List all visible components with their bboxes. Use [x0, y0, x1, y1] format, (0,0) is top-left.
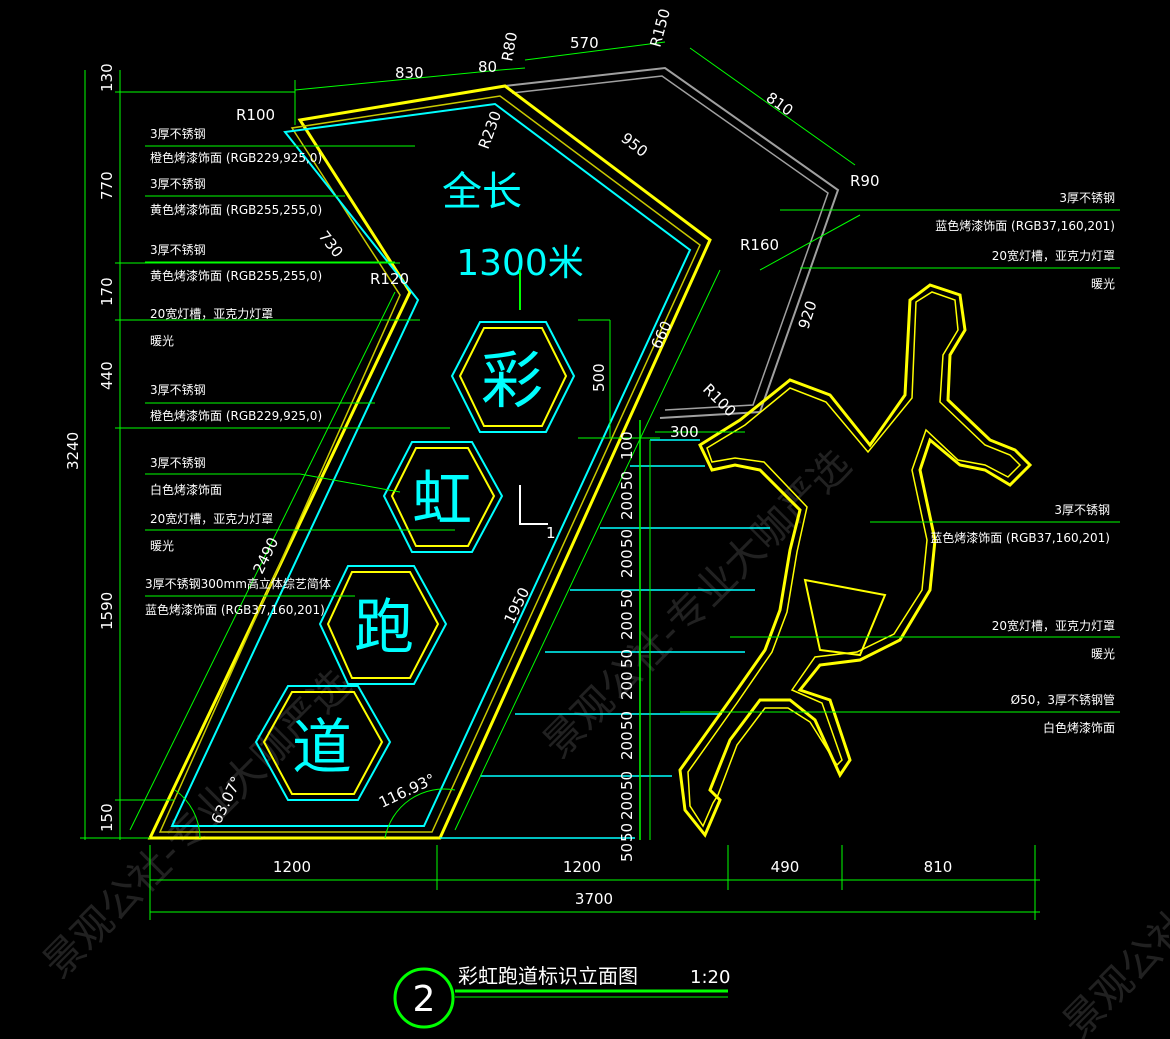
drawing-number: 2 [413, 979, 436, 1020]
svg-text:20宽灯槽，亚克力灯罩: 20宽灯槽，亚克力灯罩 [992, 248, 1115, 263]
notes-left: 3厚不锈钢 橙色烤漆饰面 (RGB229,925,0) 3厚不锈钢 黄色烤漆饰面… [145, 127, 331, 617]
hex-pao: 跑 [318, 565, 448, 685]
svg-text:黄色烤漆饰面 (RGB255,255,0): 黄色烤漆饰面 (RGB255,255,0) [150, 268, 322, 283]
svg-text:20宽灯槽，亚克力灯罩: 20宽灯槽，亚克力灯罩 [150, 306, 273, 321]
svg-text:暖光: 暖光 [1091, 277, 1115, 291]
svg-text:R90: R90 [850, 172, 880, 190]
drawing-title-text: 彩虹跑道标识立面图 [458, 964, 638, 988]
svg-text:R100: R100 [236, 106, 275, 124]
hex-cai: 彩 [450, 321, 576, 433]
drawing-scale: 1:20 [690, 967, 730, 988]
svg-text:3厚不锈钢: 3厚不锈钢 [1054, 503, 1110, 517]
char-dao: 道 [292, 713, 352, 783]
hex-hong: 虹 [382, 441, 504, 553]
svg-text:810: 810 [924, 858, 953, 876]
step-lines [440, 420, 770, 840]
drawing-title: 2 彩虹跑道标识立面图 1:20 [393, 964, 730, 1029]
svg-text:1590: 1590 [98, 592, 116, 630]
sign-line1: 全长 [442, 169, 522, 215]
svg-text:景观公社-专业大咖严选: 景观公社-专业大咖严选 [1055, 721, 1170, 1039]
svg-text:暖光: 暖光 [150, 334, 174, 348]
svg-text:橙色烤漆饰面 (RGB229,925,0): 橙色烤漆饰面 (RGB229,925,0) [150, 150, 322, 165]
svg-text:50: 50 [618, 843, 636, 862]
svg-text:200: 200 [618, 731, 636, 760]
svg-text:200: 200 [618, 671, 636, 700]
svg-text:R150: R150 [646, 7, 673, 49]
svg-text:440: 440 [98, 361, 116, 390]
svg-text:50: 50 [618, 589, 636, 608]
svg-text:200: 200 [618, 791, 636, 820]
svg-text:蓝色烤漆饰面 (RGB37,160,201): 蓝色烤漆饰面 (RGB37,160,201) [935, 218, 1115, 233]
svg-text:20宽灯槽，亚克力灯罩: 20宽灯槽，亚克力灯罩 [150, 511, 273, 526]
svg-text:白色烤漆饰面: 白色烤漆饰面 [1043, 720, 1115, 735]
svg-text:R230: R230 [475, 109, 505, 152]
hex-letters: 彩 虹 跑 道 [254, 321, 576, 801]
svg-text:150: 150 [98, 803, 116, 832]
svg-text:570: 570 [570, 34, 599, 52]
svg-text:170: 170 [98, 277, 116, 306]
svg-text:100: 100 [618, 431, 636, 460]
hex-dao: 道 [254, 685, 392, 801]
svg-text:1200: 1200 [563, 858, 601, 876]
svg-text:3厚不锈钢: 3厚不锈钢 [1059, 191, 1115, 205]
svg-text:730: 730 [315, 227, 347, 261]
notes-right: 3厚不锈钢 蓝色烤漆饰面 (RGB37,160,201) 20宽灯槽，亚克力灯罩… [930, 191, 1115, 735]
svg-text:200: 200 [618, 549, 636, 578]
svg-text:950: 950 [618, 129, 652, 161]
svg-text:黄色烤漆饰面 (RGB255,255,0): 黄色烤漆饰面 (RGB255,255,0) [150, 202, 322, 217]
svg-text:50: 50 [618, 711, 636, 730]
svg-text:20宽灯槽，亚克力灯罩: 20宽灯槽，亚克力灯罩 [992, 618, 1115, 633]
svg-text:810: 810 [763, 89, 797, 120]
svg-text:3厚不锈钢: 3厚不锈钢 [150, 456, 206, 470]
svg-text:R120: R120 [370, 270, 409, 288]
runner-figure [678, 283, 1033, 838]
svg-text:景观公社-专业大咖严选: 景观公社-专业大咖严选 [35, 661, 361, 987]
svg-text:300: 300 [670, 423, 699, 441]
section-marker: 1 [546, 524, 556, 542]
svg-text:50: 50 [618, 471, 636, 490]
svg-text:50: 50 [618, 649, 636, 668]
svg-text:橙色烤漆饰面 (RGB229,925,0): 橙色烤漆饰面 (RGB229,925,0) [150, 408, 322, 423]
svg-text:R160: R160 [740, 236, 779, 254]
svg-text:770: 770 [98, 171, 116, 200]
svg-text:50: 50 [618, 823, 636, 842]
svg-text:130: 130 [98, 63, 116, 92]
svg-text:Ø50，3厚不锈钢管: Ø50，3厚不锈钢管 [1011, 692, 1115, 707]
svg-text:暖光: 暖光 [150, 539, 174, 553]
leader-lines [145, 145, 1120, 713]
svg-text:200: 200 [618, 611, 636, 640]
svg-text:200: 200 [618, 491, 636, 520]
svg-text:白色烤漆饰面: 白色烤漆饰面 [150, 482, 222, 497]
svg-text:3厚不锈钢: 3厚不锈钢 [150, 177, 206, 191]
svg-text:3厚不锈钢: 3厚不锈钢 [150, 383, 206, 397]
svg-text:50: 50 [618, 771, 636, 790]
svg-text:1200: 1200 [273, 858, 311, 876]
svg-text:3厚不锈钢: 3厚不锈钢 [150, 243, 206, 257]
svg-text:80: 80 [478, 58, 497, 76]
svg-text:3厚不锈钢: 3厚不锈钢 [150, 127, 206, 141]
svg-text:蓝色烤漆饰面 (RGB37,160,201): 蓝色烤漆饰面 (RGB37,160,201) [930, 530, 1110, 545]
char-cai: 彩 [481, 344, 543, 417]
svg-text:蓝色烤漆饰面 (RGB37,160,201): 蓝色烤漆饰面 (RGB37,160,201) [145, 602, 325, 617]
svg-text:50: 50 [618, 529, 636, 548]
svg-text:3700: 3700 [575, 890, 613, 908]
char-pao: 跑 [354, 593, 414, 663]
svg-text:3240: 3240 [64, 432, 82, 470]
svg-text:R80: R80 [498, 31, 521, 63]
svg-text:830: 830 [395, 64, 424, 82]
svg-text:490: 490 [771, 858, 800, 876]
svg-text:3厚不锈钢300mm高立体综艺简体: 3厚不锈钢300mm高立体综艺简体 [145, 576, 331, 591]
svg-text:500: 500 [590, 363, 608, 392]
svg-text:暖光: 暖光 [1091, 647, 1115, 661]
char-hong: 虹 [412, 465, 472, 535]
